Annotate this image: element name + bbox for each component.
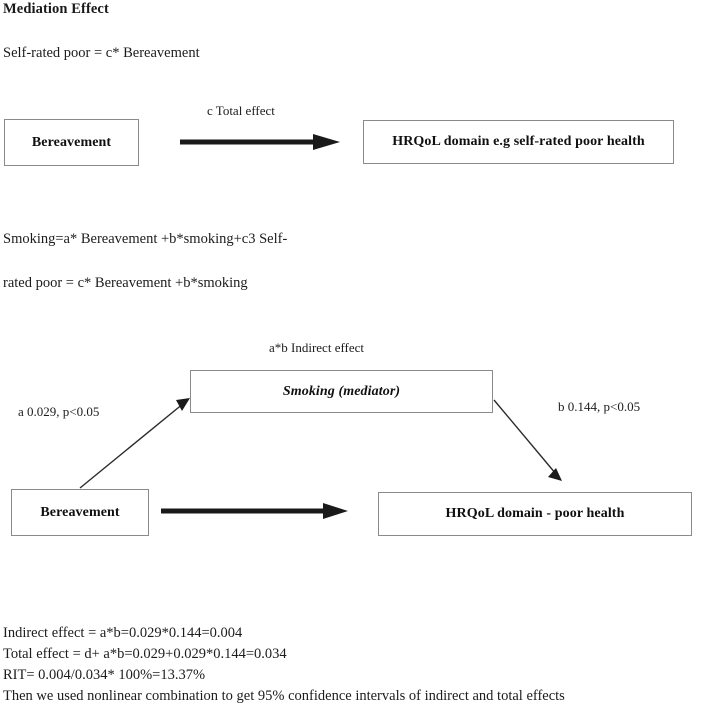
edge-label-path-a: a 0.029, p<0.05 — [18, 404, 100, 419]
node-hrqol-total-label: HRQoL domain e.g self-rated poor health — [392, 134, 645, 149]
node-hrqol-mediation-label: HRQoL domain - poor health — [445, 506, 625, 521]
arrow-direct-path — [161, 503, 348, 519]
node-bereavement-mediation-label: Bereavement — [40, 504, 120, 520]
results-line-rit: RIT= 0.004/0.034* 100%=13.37% — [3, 667, 206, 683]
results-line-indirect-effect: Indirect effect = a*b=0.029*0.144=0.004 — [3, 625, 243, 641]
equation-mediation-line1: Smoking=a* Bereavement +b*smoking+c3 Sel… — [3, 231, 288, 247]
node-bereavement-total: Bereavement — [4, 119, 139, 166]
page-title: Mediation Effect — [3, 1, 109, 17]
equation-total-effect: Self-rated poor = c* Bereavement — [3, 45, 200, 61]
node-hrqol-total: HRQoL domain e.g self-rated poor health — [363, 120, 674, 164]
edge-label-c-total-effect: c Total effect — [207, 103, 275, 118]
results-line-nonlinear-combination: Then we used nonlinear combination to ge… — [3, 688, 565, 704]
equation-mediation-line2: rated poor = c* Bereavement +b*smoking — [3, 275, 248, 291]
node-hrqol-mediation: HRQoL domain - poor health — [378, 492, 692, 536]
node-smoking-mediator: Smoking (mediator) — [190, 370, 493, 413]
arrow-c-total-effect — [180, 134, 340, 150]
node-smoking-mediator-label: Smoking (mediator) — [282, 383, 401, 399]
node-bereavement-mediation: Bereavement — [11, 489, 149, 536]
arrow-path-b — [493, 399, 562, 481]
results-line-total-effect: Total effect = d+ a*b=0.029+0.029*0.144=… — [3, 646, 287, 662]
node-bereavement-total-label: Bereavement — [31, 134, 112, 150]
edge-label-ab-indirect-effect: a*b Indirect effect — [269, 340, 365, 355]
edge-label-path-b: b 0.144, p<0.05 — [558, 399, 641, 414]
